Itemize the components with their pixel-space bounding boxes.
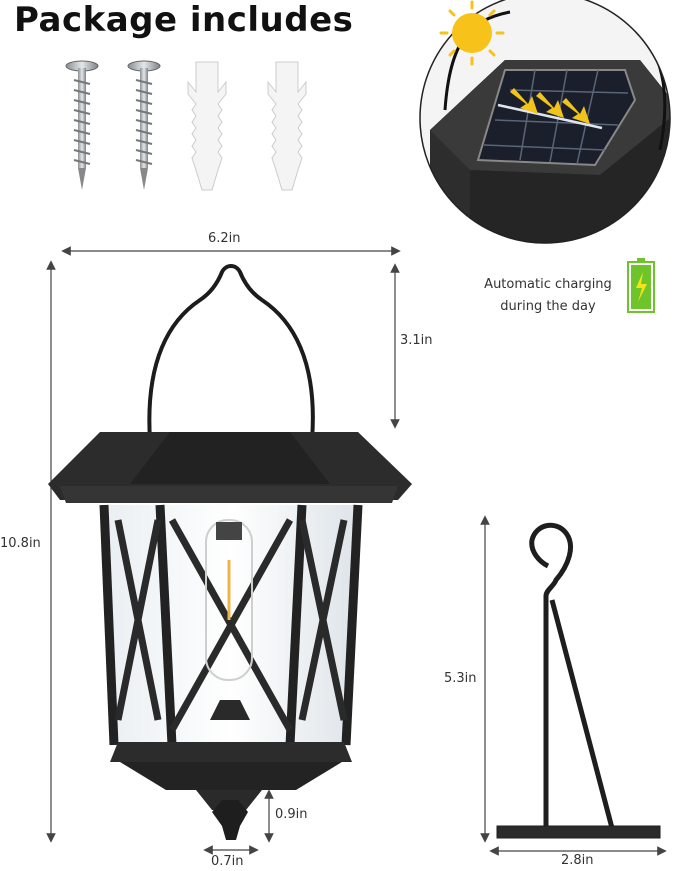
battery-charging-icon xyxy=(627,258,655,313)
lantern-illustration xyxy=(48,264,412,840)
charging-caption-line2: during the day xyxy=(500,299,596,314)
wall-hook-bracket xyxy=(496,522,661,839)
handle-height-label: 3.1in xyxy=(400,333,433,348)
finial-height-label: 0.9in xyxy=(275,807,308,822)
hook-height-label: 5.3in xyxy=(444,671,477,686)
screw-icon xyxy=(65,60,99,190)
total-height-label: 10.8in xyxy=(0,536,41,551)
charging-caption-line1: Automatic charging xyxy=(484,277,612,292)
wall-anchor-icon xyxy=(187,61,227,191)
width-label: 6.2in xyxy=(208,231,241,246)
sun-icon xyxy=(439,0,505,66)
solar-panel-closeup xyxy=(419,0,671,244)
finial-width-label: 0.7in xyxy=(211,854,244,869)
charging-caption: Automatic charging during the day xyxy=(470,274,626,318)
package-includes-title: Package includes xyxy=(14,0,354,40)
hook-width-label: 2.8in xyxy=(561,853,594,868)
wall-anchor-icon xyxy=(267,61,307,191)
sun-ray-arrow-icon xyxy=(510,88,590,124)
screw-icon xyxy=(127,60,161,190)
